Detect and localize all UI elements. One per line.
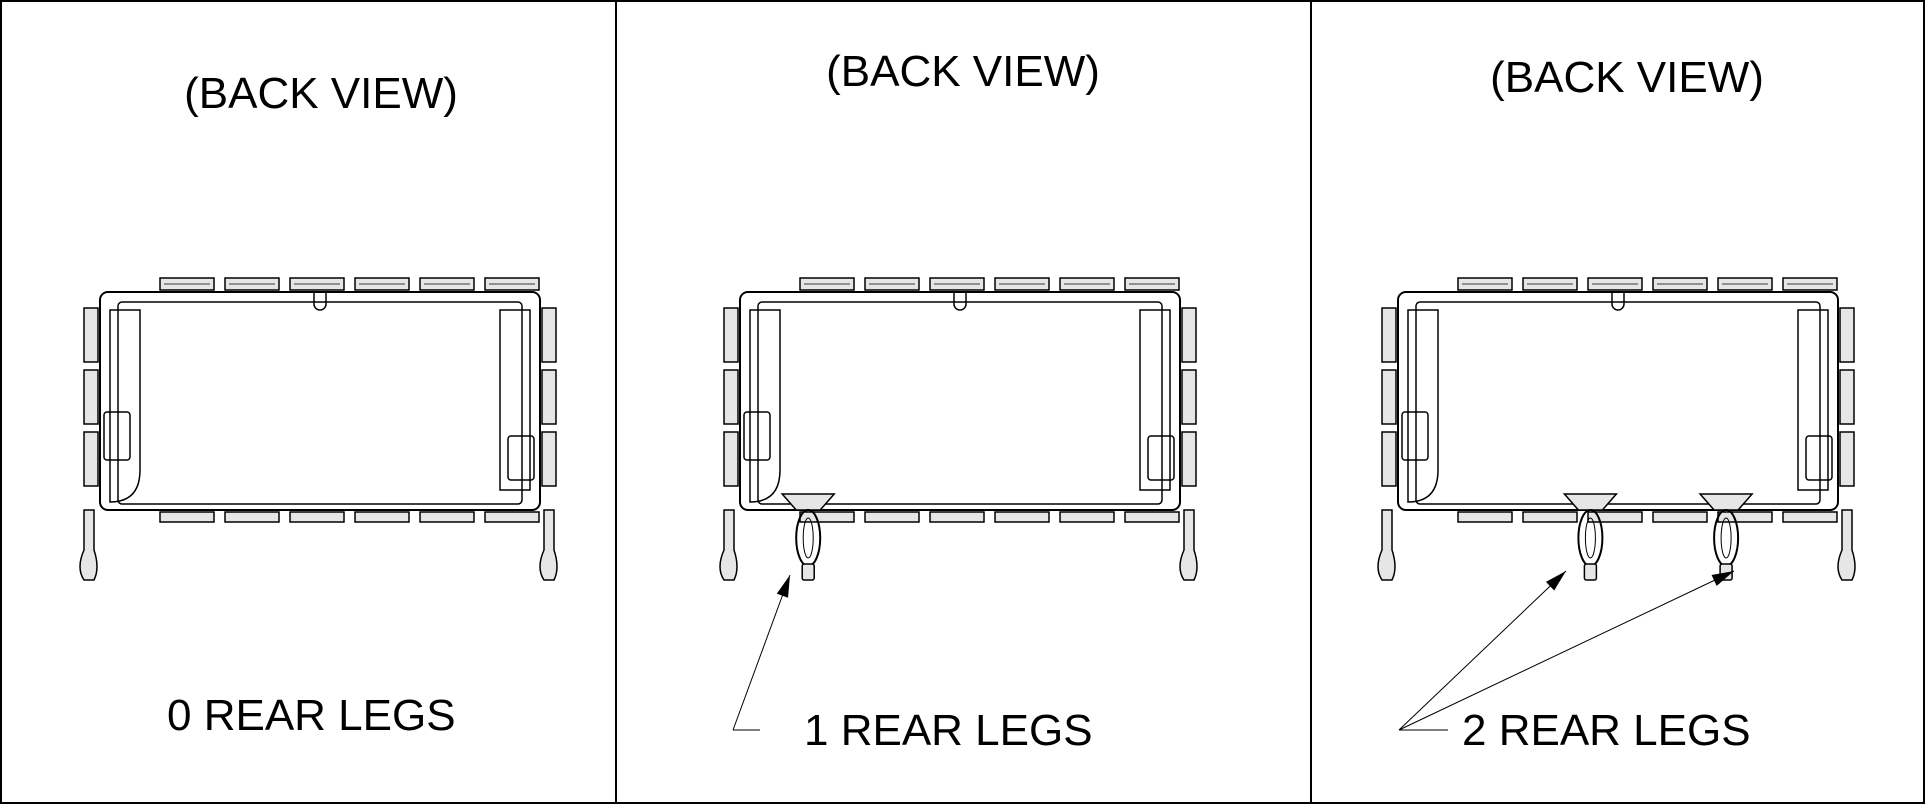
relay-inner-outline (117, 301, 523, 505)
bottom-contact-pad (289, 511, 345, 523)
right-contact-pad (1181, 307, 1197, 363)
left-side-bracket (109, 309, 141, 503)
panel-2-caption: 2 REAR LEGS (1462, 706, 1751, 755)
bottom-contact-pad (799, 511, 855, 523)
right-latch (1805, 435, 1833, 481)
panel-1-title: (BACK VIEW) (826, 47, 1100, 96)
right-corner-leg (1837, 509, 1856, 581)
relay-inner-outline (757, 301, 1163, 505)
panel-0-caption: 0 REAR LEGS (167, 691, 456, 740)
left-side-bracket (749, 309, 781, 503)
bottom-contact-pad (159, 511, 215, 523)
right-contact-pad (1839, 369, 1855, 425)
left-corner-leg (719, 509, 738, 581)
left-latch (103, 411, 131, 461)
bottom-contact-pad (1457, 511, 1513, 523)
left-contact-pad (723, 369, 739, 425)
panel-1-caption: 1 REAR LEGS (804, 706, 1093, 755)
leader-line (1398, 570, 1735, 731)
right-latch (1147, 435, 1175, 481)
bottom-contact-pad (1782, 511, 1838, 523)
leader-arrowhead (776, 575, 790, 598)
rear-leg-loop-inner (1720, 517, 1732, 559)
panel-2-title: (BACK VIEW) (1490, 53, 1764, 102)
bottom-contact-pad (354, 511, 410, 523)
top-notch (1611, 292, 1625, 311)
rear-leg-mount (1562, 493, 1619, 511)
relay-body-outline (739, 291, 1181, 511)
panel-2-drawing (1377, 277, 1856, 731)
bottom-contact-pad (1717, 511, 1773, 523)
right-contact-pad (1839, 431, 1855, 487)
leader-line (1398, 570, 1567, 731)
right-corner-leg (539, 509, 558, 581)
left-corner-leg (79, 509, 98, 581)
relay-body-outline (99, 291, 541, 511)
bottom-contact-pad (419, 511, 475, 523)
right-latch (507, 435, 535, 481)
left-contact-pad (1381, 307, 1397, 363)
bottom-contact-pad (224, 511, 280, 523)
top-notch (953, 292, 967, 311)
right-side-bracket (1139, 309, 1171, 491)
relay-inner-outline (1415, 301, 1821, 505)
left-contact-pad (83, 369, 99, 425)
right-side-bracket (1797, 309, 1829, 491)
leader-arrowhead (1711, 571, 1734, 586)
left-contact-pad (723, 307, 739, 363)
bottom-contact-pad (484, 511, 540, 523)
rear-leg-loop-inner (802, 517, 814, 559)
right-side-bracket (499, 309, 531, 491)
right-contact-pad (541, 369, 557, 425)
left-corner-leg (1377, 509, 1396, 581)
bottom-contact-pad (1124, 511, 1180, 523)
bottom-contact-pad (1522, 511, 1578, 523)
right-contact-pad (541, 431, 557, 487)
right-corner-leg (1179, 509, 1198, 581)
left-contact-pad (83, 307, 99, 363)
rear-leg-mount (1698, 493, 1754, 511)
rear-leg-loop-inner (1584, 517, 1596, 559)
leader-arrowhead (1545, 571, 1566, 591)
relay-body-outline (1397, 291, 1839, 511)
right-contact-pad (1839, 307, 1855, 363)
panel-1-drawing (719, 277, 1198, 731)
left-contact-pad (1381, 369, 1397, 425)
right-contact-pad (1181, 431, 1197, 487)
left-contact-pad (723, 431, 739, 487)
bottom-contact-pad (994, 511, 1050, 523)
panel-0-title: (BACK VIEW) (184, 69, 458, 118)
leader-line (732, 574, 791, 731)
bottom-contact-pad (1652, 511, 1708, 523)
left-latch (1401, 411, 1429, 461)
panel-0-drawing (79, 277, 558, 581)
bottom-contact-pad (1587, 511, 1643, 523)
rear-leg-mount (780, 493, 836, 511)
right-contact-pad (1181, 369, 1197, 425)
left-contact-pad (83, 431, 99, 487)
left-latch (743, 411, 771, 461)
bottom-contact-pad (864, 511, 920, 523)
top-notch (313, 292, 327, 311)
left-side-bracket (1407, 309, 1439, 503)
bottom-contact-pad (1059, 511, 1115, 523)
bottom-contact-pad (929, 511, 985, 523)
rear-leg-foot (801, 563, 815, 581)
right-contact-pad (541, 307, 557, 363)
left-contact-pad (1381, 431, 1397, 487)
rear-leg-foot (1583, 563, 1598, 581)
